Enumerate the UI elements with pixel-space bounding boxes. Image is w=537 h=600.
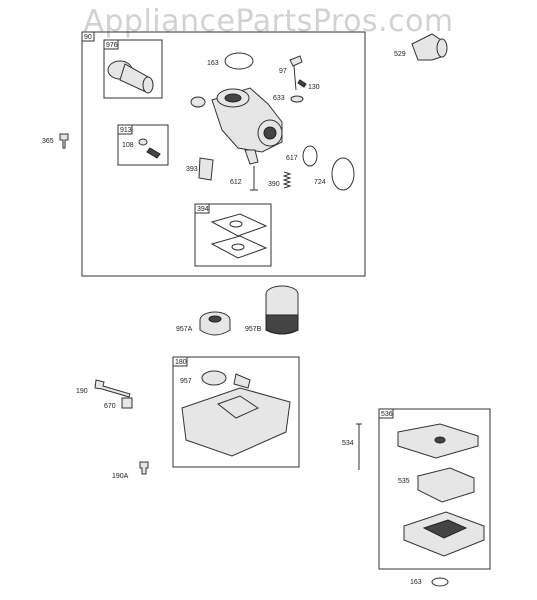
label-976: 976 — [106, 42, 118, 49]
label-390: 390 — [268, 181, 280, 188]
label-394: 394 — [197, 206, 209, 213]
label-913: 913 — [120, 127, 132, 134]
label-633: 633 — [273, 95, 285, 102]
part-fuel-tank — [181, 370, 291, 457]
group-394-frame — [194, 203, 272, 267]
part-163-gasket — [224, 52, 254, 70]
label-535: 535 — [398, 478, 410, 485]
group-394-tag — [194, 203, 210, 214]
part-190a-screw — [139, 461, 149, 475]
group-913-tag — [117, 124, 133, 135]
part-633-washer — [290, 95, 304, 103]
part-365-fitting — [59, 133, 69, 149]
group-536-frame — [378, 408, 491, 570]
part-air-filter-base — [403, 511, 485, 557]
label-190: 190 — [76, 388, 88, 395]
part-534-screw — [356, 423, 362, 470]
label-612: 612 — [230, 179, 242, 186]
label-190a: 190A — [112, 473, 129, 480]
part-393-bowl-nut — [198, 157, 214, 181]
part-130-screw — [297, 79, 307, 88]
part-529-elbow — [411, 33, 448, 61]
part-957b-fuel-cap — [265, 285, 299, 335]
label-163-top: 163 — [207, 60, 219, 67]
part-108-ball — [138, 138, 148, 146]
label-130: 130 — [308, 84, 320, 91]
label-957a: 957A — [176, 326, 193, 333]
group-180-frame — [172, 356, 300, 468]
label-97: 97 — [279, 68, 287, 75]
part-97-lever — [289, 55, 303, 91]
part-390-spring — [282, 171, 292, 189]
label-180: 180 — [175, 359, 187, 366]
group-913-frame — [117, 124, 169, 166]
part-612-pin — [250, 166, 258, 191]
group-90-frame — [81, 31, 366, 277]
label-724: 724 — [314, 179, 326, 186]
part-163-bottom-gasket — [431, 577, 449, 587]
label-108: 108 — [122, 142, 134, 149]
label-536: 536 — [381, 411, 393, 418]
group-976-tag — [103, 39, 119, 50]
watermark-text: AppliancePartsPros.com — [83, 4, 454, 39]
part-carburetor-body — [190, 87, 283, 165]
label-957b: 957B — [245, 326, 262, 333]
label-90: 90 — [84, 34, 92, 41]
part-air-filter-cover — [397, 423, 479, 459]
part-913-spring — [146, 147, 161, 159]
label-670: 670 — [104, 403, 116, 410]
label-365: 365 — [42, 138, 54, 145]
part-535-filter — [417, 467, 475, 503]
group-536-tag — [378, 408, 394, 419]
part-190-bolt — [94, 379, 131, 398]
label-534: 534 — [342, 440, 354, 447]
part-976-intake-pipe — [107, 60, 154, 94]
group-976-frame — [103, 39, 163, 99]
part-670-spacer — [121, 397, 133, 409]
part-957a-fuel-cap — [199, 311, 231, 336]
part-394-gaskets — [210, 213, 268, 259]
label-163-bottom: 163 — [410, 579, 422, 586]
label-529: 529 — [394, 51, 406, 58]
label-957: 957 — [180, 378, 192, 385]
group-180-tag — [172, 356, 188, 367]
part-617-o-ring — [302, 145, 318, 167]
label-617: 617 — [286, 155, 298, 162]
group-90-tag — [81, 31, 95, 42]
label-393: 393 — [186, 166, 198, 173]
part-724-gasket — [331, 157, 355, 191]
